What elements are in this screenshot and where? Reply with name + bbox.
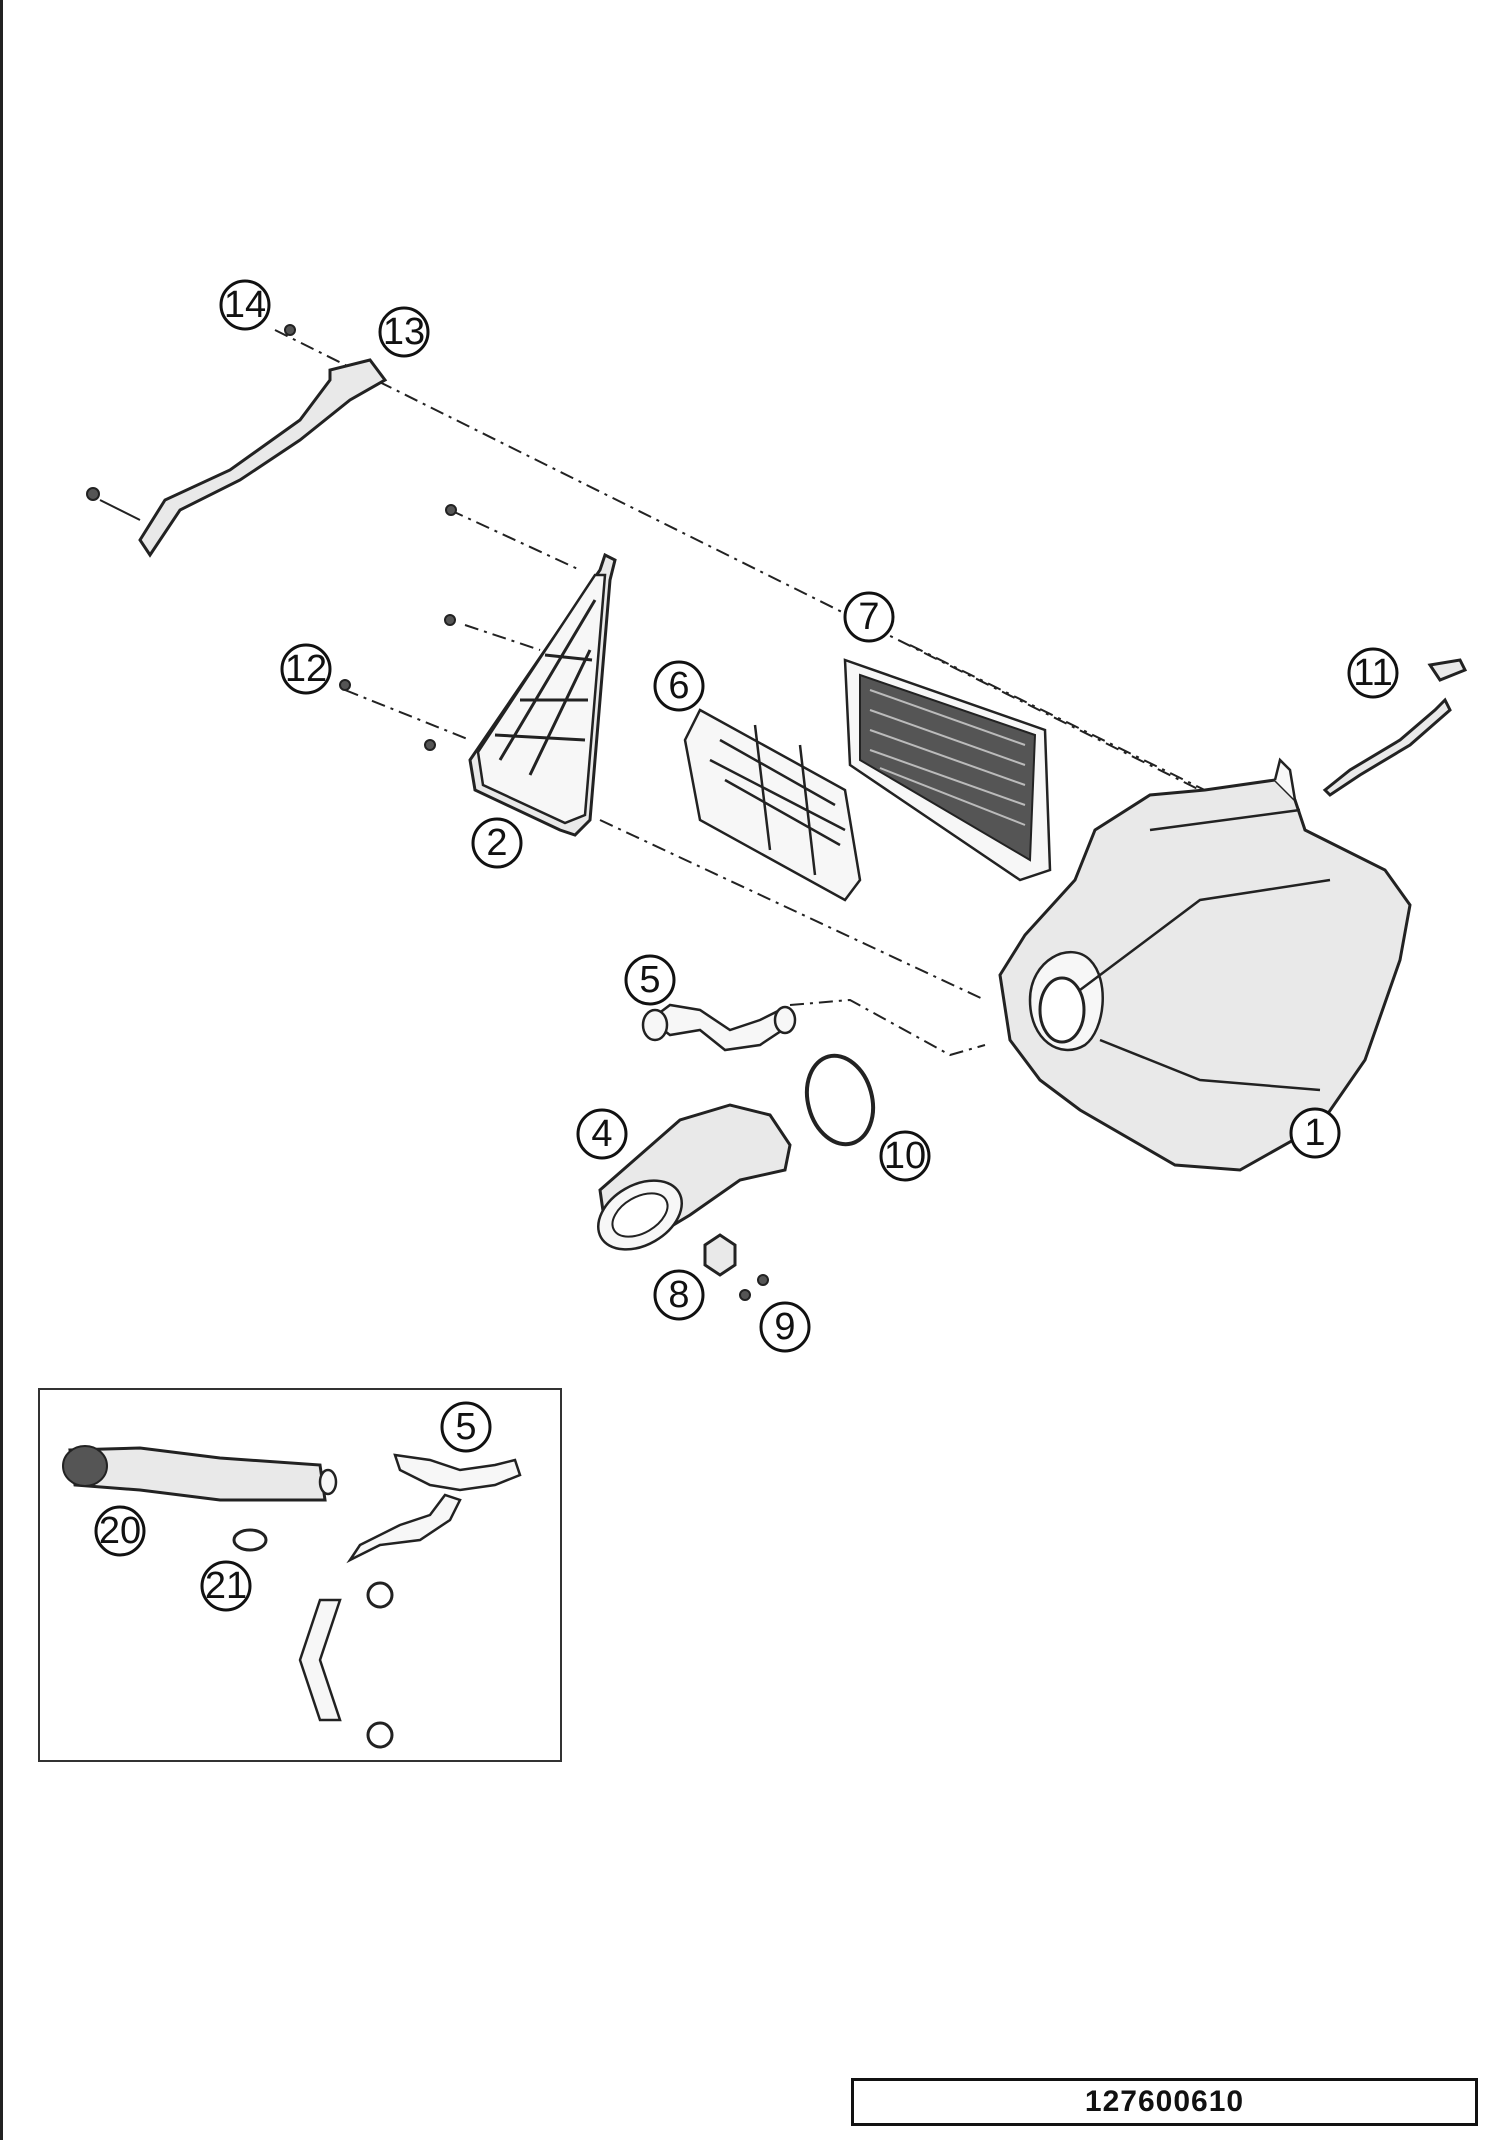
svg-text:12: 12 [285, 648, 327, 690]
callouts: 1 2 4 5 6 7 8 9 10 11 12 13 14 [219, 279, 1399, 1353]
callout-12: 12 [280, 643, 332, 695]
svg-text:10: 10 [884, 1135, 926, 1177]
callout-6: 6 [653, 660, 705, 712]
leader-5-to-airbox [789, 998, 986, 1057]
page-left-border [0, 0, 3, 2140]
part-8-9-sensor [703, 1233, 769, 1301]
callout-11: 11 [1347, 647, 1399, 699]
svg-text:5: 5 [455, 1406, 476, 1448]
leader-screw-top [449, 509, 581, 571]
part-1-airbox [998, 757, 1412, 1172]
svg-text:1: 1 [1304, 1112, 1325, 1154]
part-5-hose [641, 1003, 797, 1052]
svg-text:11: 11 [1353, 652, 1392, 694]
callout-7: 7 [843, 591, 895, 643]
svg-text:6: 6 [668, 665, 689, 707]
callout-1: 1 [1289, 1107, 1341, 1159]
callout-20: 20 [94, 1505, 146, 1557]
leader-7-to-airbox [909, 644, 1226, 801]
part-13-bracket [86, 324, 388, 558]
part-14-screw [284, 324, 296, 336]
drawing-number: 127600610 [1084, 2085, 1245, 2118]
leader-screw-mid [464, 624, 541, 651]
leader-13-to-airbox [274, 329, 1221, 801]
leader-lines [274, 329, 1226, 1057]
part-2-filter-frame [339, 504, 617, 837]
svg-text:4: 4 [591, 1113, 612, 1155]
svg-text:9: 9 [774, 1306, 795, 1348]
callout-9: 9 [759, 1301, 811, 1353]
callout-2: 2 [471, 817, 523, 869]
svg-text:20: 20 [99, 1510, 141, 1552]
svg-text:7: 7 [858, 596, 879, 638]
drawing-number-box: 127600610 [851, 2078, 1478, 2126]
callout-21: 21 [200, 1560, 252, 1612]
part-11-strap [1322, 658, 1468, 797]
part-4-intake-boot [596, 1103, 792, 1251]
leader-12 [344, 689, 471, 741]
svg-text:2: 2 [486, 822, 507, 864]
callout-5-inset: 5 [440, 1401, 492, 1453]
inset-drawing: 5 20 21 [62, 1401, 522, 1749]
callout-5: 5 [624, 954, 676, 1006]
inset-detail-box [38, 1388, 562, 1762]
svg-text:21: 21 [205, 1565, 247, 1607]
callout-10: 10 [879, 1130, 931, 1182]
svg-text:13: 13 [383, 311, 425, 353]
svg-text:8: 8 [668, 1274, 689, 1316]
callout-8: 8 [653, 1269, 705, 1321]
part-10-clamp [804, 1053, 876, 1147]
svg-text:5: 5 [639, 959, 660, 1001]
part-7-air-filter [843, 658, 1052, 882]
callout-13: 13 [378, 306, 430, 358]
callout-4: 4 [576, 1108, 628, 1160]
leader-2-to-airbox [599, 819, 986, 1001]
screw-left [86, 487, 100, 501]
svg-text:14: 14 [224, 284, 266, 326]
callout-14: 14 [219, 279, 271, 331]
part-6-filter-cage [683, 708, 862, 902]
